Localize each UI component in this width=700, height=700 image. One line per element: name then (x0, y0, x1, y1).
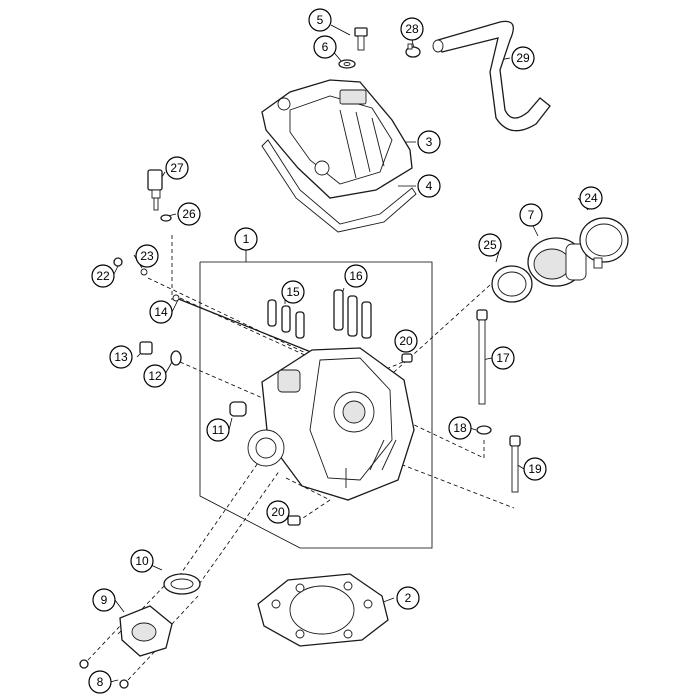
callout-7: 7 (519, 203, 543, 227)
part-15-valve-guides (267, 299, 305, 339)
callout-5: 5 (308, 8, 332, 32)
assembly-guide-lines (87, 235, 515, 681)
callout-bubbles: 1 2 3 4 5 6 7 8 9 10 11 12 13 14 15 16 1… (88, 8, 603, 694)
svg-text:19: 19 (528, 462, 542, 476)
svg-text:15: 15 (286, 285, 300, 299)
svg-text:8: 8 (97, 675, 104, 689)
part-17-bolt (476, 309, 488, 405)
callout-29: 29 (511, 46, 535, 70)
svg-text:17: 17 (496, 351, 510, 365)
svg-text:28: 28 (405, 22, 419, 36)
callout-15: 15 (281, 280, 305, 304)
part-4-valve-cover-gasket (261, 139, 417, 233)
svg-text:27: 27 (170, 161, 184, 175)
callout-2: 2 (396, 586, 420, 610)
callout-27: 27 (165, 156, 189, 180)
part-19-bolt (509, 435, 521, 493)
svg-text:10: 10 (135, 554, 149, 568)
svg-text:4: 4 (426, 179, 433, 193)
svg-text:3: 3 (426, 135, 433, 149)
svg-text:13: 13 (114, 350, 128, 364)
callout-9: 9 (92, 588, 116, 612)
callout-23: 23 (135, 244, 159, 268)
callout-13: 13 (109, 345, 133, 369)
part-26-seal-ring (160, 214, 172, 222)
part-9-exhaust-flange (119, 605, 173, 657)
callout-8: 8 (88, 670, 112, 694)
cylinder-head-assembly-frame (199, 249, 433, 549)
svg-text:9: 9 (101, 593, 108, 607)
part-13-screw-plug (139, 341, 153, 355)
callout-3: 3 (417, 130, 441, 154)
callout-22: 22 (91, 264, 115, 288)
part-22-plug (113, 257, 123, 267)
part-25-clamp (491, 265, 533, 303)
svg-text:7: 7 (528, 208, 535, 222)
part-2-head-gasket (257, 573, 389, 647)
svg-text:5: 5 (317, 13, 324, 27)
part-27-sensor (147, 169, 163, 211)
part-18-washer (476, 425, 492, 435)
svg-text:1: 1 (243, 232, 250, 246)
part-6-washer (338, 59, 356, 69)
callout-20-upper: 20 (394, 329, 418, 353)
svg-text:29: 29 (516, 51, 530, 65)
part-14-stud (172, 294, 317, 355)
callout-1: 1 (234, 227, 258, 251)
svg-text:6: 6 (322, 40, 329, 54)
callout-20-lower: 20 (266, 500, 290, 524)
svg-text:22: 22 (96, 269, 110, 283)
part-20-dowel-lower (287, 515, 301, 526)
svg-text:25: 25 (483, 238, 497, 252)
callout-14: 14 (149, 300, 173, 324)
part-3-valve-cover (261, 79, 413, 199)
svg-text:2: 2 (405, 591, 412, 605)
svg-text:12: 12 (148, 369, 162, 383)
callout-28: 28 (400, 17, 424, 41)
callout-11: 11 (206, 418, 230, 442)
callout-24: 24 (579, 186, 603, 210)
callout-18: 18 (448, 416, 472, 440)
part-11-bushing (229, 401, 247, 417)
svg-text:18: 18 (453, 421, 467, 435)
callout-17: 17 (491, 346, 515, 370)
part-10-exhaust-gasket (163, 573, 201, 595)
part-28-hose-clamp (405, 43, 421, 58)
part-1-cylinder-head (247, 347, 415, 501)
callout-12: 12 (143, 364, 167, 388)
svg-text:23: 23 (140, 249, 154, 263)
part-5-bolt (354, 27, 368, 51)
callout-16: 16 (344, 264, 368, 288)
svg-text:26: 26 (182, 207, 196, 221)
part-16-valve-guides (333, 289, 372, 339)
part-29-breather-hose (432, 20, 551, 132)
svg-text:20: 20 (399, 334, 413, 348)
part-12-seal-ring (170, 350, 182, 366)
part-24-clamp (579, 217, 629, 269)
svg-text:11: 11 (212, 423, 225, 437)
callout-6: 6 (313, 35, 337, 59)
callout-10: 10 (130, 549, 154, 573)
svg-text:20: 20 (271, 505, 285, 519)
part-23-small-bolt (140, 268, 148, 276)
part-7-intake-flange (527, 237, 587, 287)
callout-25: 25 (478, 233, 502, 257)
callout-26: 26 (177, 202, 201, 226)
svg-text:24: 24 (584, 191, 598, 205)
part-8-nuts (79, 659, 129, 689)
callout-4: 4 (417, 174, 441, 198)
part-20-dowel-upper (401, 353, 413, 363)
svg-text:16: 16 (349, 269, 363, 283)
callout-19: 19 (523, 457, 547, 481)
svg-text:14: 14 (154, 305, 168, 319)
